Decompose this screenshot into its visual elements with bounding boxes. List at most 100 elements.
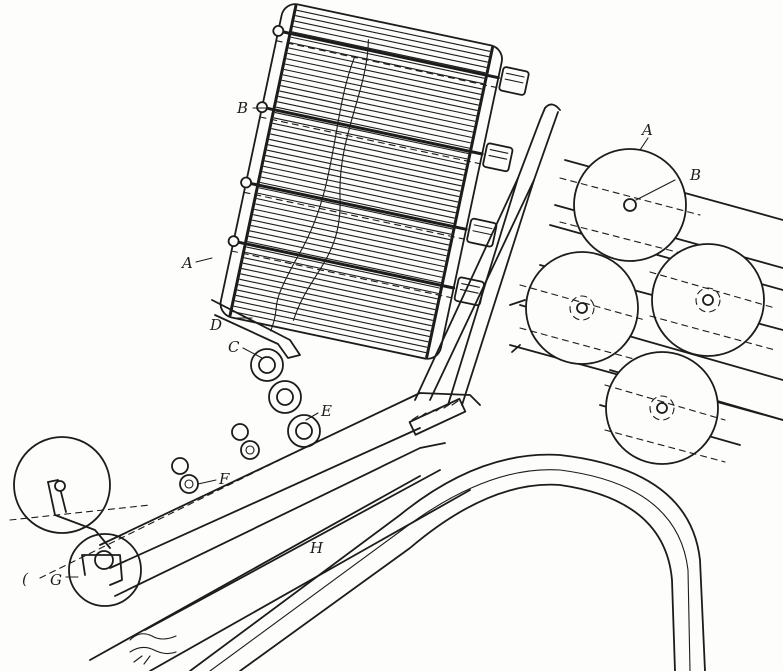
- spool-line: [247, 241, 442, 284]
- leader-detail-B: [635, 179, 676, 201]
- bobbin-3: [649, 243, 776, 357]
- bobbin-2: [519, 251, 646, 365]
- label-D: D: [209, 316, 222, 334]
- spool-line: [241, 268, 436, 311]
- spool-line: [289, 42, 484, 85]
- spool-line: [264, 160, 459, 203]
- label-H: H: [309, 539, 324, 557]
- spool-lines: [232, 9, 491, 354]
- crossbar-2: [260, 105, 484, 156]
- spool-line: [288, 47, 483, 90]
- spool-line: [283, 68, 478, 112]
- spool-line: [243, 257, 438, 300]
- label-B: B: [236, 99, 248, 117]
- spool-line: [235, 294, 430, 337]
- spool-line: [240, 273, 435, 316]
- spool-line: [294, 20, 488, 63]
- spool-line: [284, 63, 479, 106]
- leader-detail-A: [639, 137, 649, 151]
- crossbar-1: [276, 29, 500, 80]
- knob-1: [272, 25, 285, 37]
- spool-line: [270, 133, 464, 176]
- crossbar-4: [232, 239, 456, 290]
- spool-line: [233, 305, 428, 348]
- spool-line: [236, 289, 431, 332]
- frame-right-rail: [425, 46, 494, 359]
- spool-line: [242, 262, 437, 305]
- label-C: C: [228, 338, 240, 356]
- spool-line: [268, 138, 463, 181]
- spool-line: [258, 187, 453, 230]
- spool-line: [291, 31, 486, 74]
- label-detail-B: B: [689, 166, 701, 184]
- spool-line: [274, 112, 469, 155]
- spool-line: [244, 251, 439, 294]
- drum-assembly: [9, 436, 177, 665]
- spool-line: [265, 155, 460, 198]
- roller-stack: [250, 348, 321, 448]
- frame-outline: [219, 3, 503, 360]
- crossbar-dash-3: [243, 191, 465, 240]
- spool-line: [292, 25, 487, 68]
- spool-line: [251, 219, 446, 262]
- spool-line: [252, 214, 447, 257]
- knob-4: [227, 235, 240, 248]
- knob-3: [240, 176, 252, 189]
- spool-line: [278, 95, 472, 138]
- spool-line: [246, 246, 440, 289]
- spool-line: [254, 208, 448, 251]
- spool-line: [239, 278, 434, 321]
- label-E: E: [320, 402, 332, 420]
- support-tube-cap: [544, 103, 561, 111]
- leader-lines: [65, 107, 319, 578]
- spool-line: [271, 128, 466, 171]
- spool-line: [272, 122, 467, 165]
- spool-line: [249, 230, 444, 273]
- spool-line: [276, 101, 471, 144]
- label-paren: (: [22, 570, 29, 588]
- spool-line: [238, 284, 432, 327]
- detail-view: [509, 137, 783, 465]
- spool-line: [290, 36, 485, 79]
- crossbar-dash-4: [230, 250, 453, 299]
- bobbin-4: [604, 351, 726, 465]
- upper-drum: [13, 436, 111, 534]
- spool-line: [280, 85, 475, 128]
- crossbar-dash-2: [259, 116, 481, 165]
- bobbin-1: [559, 148, 701, 262]
- spool-line: [296, 9, 491, 52]
- spool-line: [286, 58, 480, 101]
- spool-line: [250, 224, 445, 268]
- spool-line: [279, 90, 474, 133]
- spool-frame: [219, 3, 530, 360]
- roller-pairs: [171, 423, 260, 494]
- spool-line: [234, 300, 429, 343]
- label-F: F: [218, 470, 230, 488]
- spool-line: [257, 192, 452, 235]
- thread-2: [270, 56, 356, 332]
- spool-line: [256, 198, 451, 241]
- spool-line: [259, 181, 454, 224]
- spool-line: [295, 15, 490, 58]
- label-G: G: [50, 571, 62, 589]
- support-leg: [414, 177, 535, 401]
- spool-line: [287, 52, 482, 95]
- support-tube-outer: [447, 107, 546, 406]
- hatch-base: [129, 633, 177, 665]
- right-brackets: [453, 66, 530, 307]
- spool-line: [248, 235, 443, 278]
- spool-line: [260, 176, 455, 219]
- spool-line: [255, 203, 450, 246]
- conveyor-belt: [39, 392, 706, 671]
- crossbar-dash-1: [275, 40, 497, 89]
- spool-line: [266, 149, 461, 192]
- frame-left-rail: [228, 4, 298, 317]
- spool-line: [262, 171, 456, 214]
- spool-line: [282, 74, 477, 117]
- spool-line: [267, 144, 462, 187]
- drum-G: [68, 533, 142, 607]
- crossbar-3: [244, 181, 468, 231]
- thread-1: [292, 39, 369, 321]
